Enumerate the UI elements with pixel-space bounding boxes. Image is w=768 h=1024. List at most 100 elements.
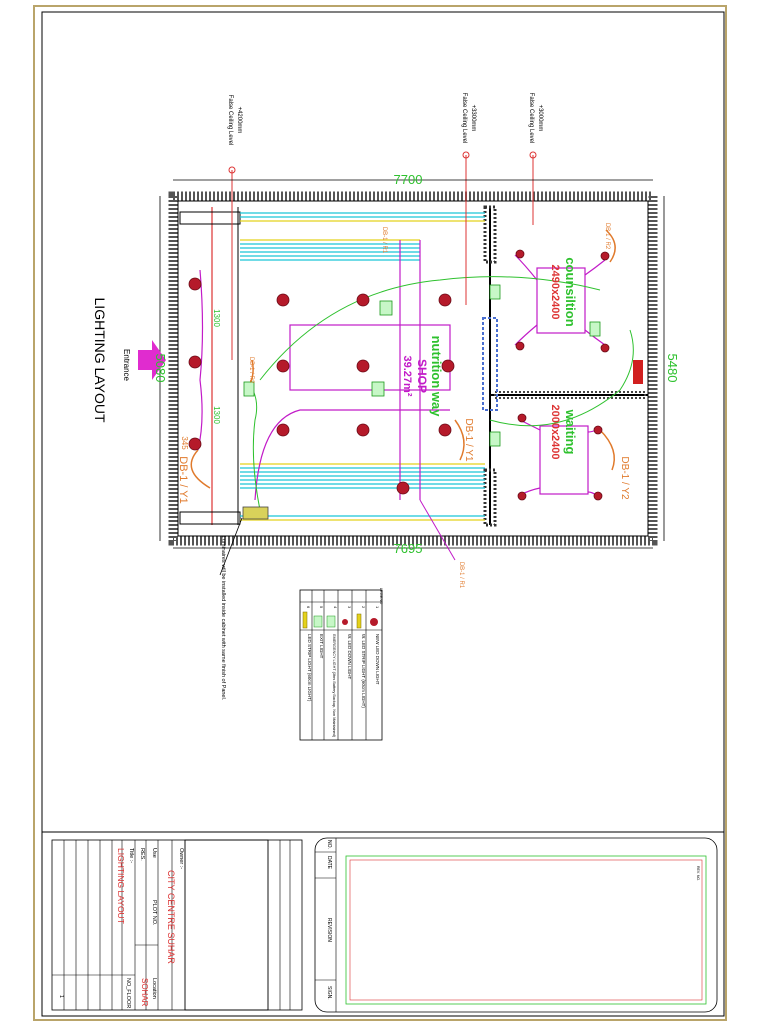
drawing-title: LIGHTING LAYOUT — [92, 298, 108, 423]
down-light-icon — [438, 293, 452, 307]
dim-1300-b: 1300 — [212, 406, 221, 424]
location-label: Location — [151, 978, 157, 999]
shop-window — [179, 211, 241, 225]
sheet-outer-border — [33, 5, 727, 1021]
legend-row-no: 6 — [306, 606, 311, 609]
legend-row: 2 W. LED STRIP LIGHT (60cm LIGHT) — [356, 606, 366, 708]
floor-value: NO_FLOOR — [125, 978, 131, 1008]
revision-drawing-area-inner — [349, 859, 703, 1001]
down-light-icon — [276, 423, 290, 437]
down-light-icon — [438, 423, 452, 437]
partition-wall-bottom — [483, 468, 497, 527]
down-light-icon — [593, 425, 603, 435]
exit-light-icon — [242, 506, 269, 520]
legend-row-no: 5 — [319, 606, 324, 609]
floor-plan — [138, 151, 665, 576]
note-leader — [219, 517, 243, 576]
entrance-label: Entrance — [122, 349, 131, 382]
level-2-label: False Ceiling Level — [461, 93, 467, 144]
emergency-light-icon — [489, 431, 501, 447]
dim-top: 7700 — [394, 172, 423, 187]
down-light-icon — [370, 618, 378, 626]
down-light-icon — [515, 341, 525, 351]
use-label: Use — [151, 848, 157, 858]
shop-name: nutrition way — [429, 336, 444, 418]
emergency-light-icon — [489, 284, 501, 300]
use-value: RES. — [139, 848, 145, 861]
emergency-light-icon — [589, 321, 601, 337]
rev-small-label: REV. NO. — [696, 866, 700, 881]
legend-row: 5 EXIT LIGHT — [313, 606, 324, 659]
down-light-icon — [188, 277, 202, 291]
title-value: LIGHTING LAYOUT — [116, 848, 126, 924]
shop-window-bottom — [179, 511, 241, 525]
glass-partition — [482, 317, 498, 411]
r1-leader — [419, 499, 456, 561]
consultation-name: counsiltion — [563, 257, 578, 326]
shop-area: 39.27m² — [401, 356, 413, 397]
plot-label: PLOT NO. — [151, 900, 157, 926]
title-label: Title :- — [128, 848, 134, 863]
strip-light-icon — [356, 613, 362, 629]
owner-label: Owner :- — [178, 848, 184, 869]
circuit-y2: DB-1 / Y2 — [619, 456, 630, 500]
emergency-light-icon — [326, 615, 336, 628]
emergency-light-icon — [371, 381, 385, 397]
rev-no-header: NO. — [326, 840, 332, 849]
rev-sign-header: SIGN. — [326, 986, 332, 1000]
owner-value: CITY CENTRE SUHAR — [166, 870, 176, 964]
down-light-icon — [600, 343, 610, 353]
legend-row: 3 W. LED DOWN LIGHT — [342, 606, 352, 680]
dim-1300-a: 1300 — [212, 309, 221, 327]
legend-row-desc: W. LED DOWN LIGHT — [347, 634, 352, 680]
legend-row-no: 4 — [333, 606, 338, 609]
exit-light-icon — [313, 615, 323, 628]
level-1-value: +4200mm — [236, 107, 242, 134]
legend-row-desc: NEW LED DOWN LIGHT — [375, 634, 380, 685]
down-light-icon — [188, 355, 202, 369]
rev-date-header: DATE — [326, 856, 332, 870]
db-panel-icon — [633, 360, 643, 384]
dim-bottom: 7695 — [394, 541, 423, 556]
legend-header: LEGEND — [379, 588, 384, 605]
location-value: SOHAR — [140, 978, 149, 1007]
legend-row-no: 2 — [361, 606, 366, 609]
wiring-green — [249, 276, 634, 511]
emergency-light-icon — [243, 381, 255, 397]
shelving-bottom — [240, 467, 485, 517]
legend-row-desc: LED STRIP LIGHT (60cm LIGHT) — [307, 634, 312, 702]
down-light-fixtures — [188, 249, 610, 501]
down-light-icon — [276, 293, 290, 307]
down-light-icon — [515, 249, 525, 259]
level-3-value: +3000mm — [537, 105, 543, 132]
down-light-icon — [356, 293, 370, 307]
sheet-inner-border — [41, 11, 725, 1017]
legend-row: 6 LED STRIP LIGHT (60cm LIGHT) — [302, 606, 312, 702]
legend-row: 1 NEW LED DOWN LIGHT — [370, 606, 380, 685]
down-light-icon — [600, 251, 610, 261]
dim-right: 5480 — [665, 354, 680, 383]
revision-block — [314, 837, 718, 1013]
level-3-label: False Ceiling Level — [528, 93, 534, 144]
down-light-icon — [356, 423, 370, 437]
legend-row-desc: W. LED STRIP LIGHT (60cm LIGHT) — [361, 634, 366, 708]
partition-horizontal-hatch — [494, 391, 646, 399]
revision-drawing-area — [345, 855, 707, 1005]
strip-light-icon — [302, 611, 308, 629]
dim-left: 5080 — [153, 354, 168, 383]
entrance-arrow-icon — [138, 340, 166, 380]
legend-row-no: 1 — [375, 606, 380, 609]
down-light-icon — [188, 437, 202, 451]
outer-wall — [168, 191, 658, 546]
shelving-top — [240, 212, 485, 261]
legend-row-no: 3 — [347, 606, 352, 609]
legend-row-desc: EXIT LIGHT — [319, 634, 324, 659]
down-light-icon — [593, 491, 603, 501]
cabinet-note: Luminaires will be installed inside cabi… — [220, 536, 226, 701]
level-1-label: False Ceiling Level — [227, 95, 233, 146]
down-light-icon — [517, 491, 527, 501]
circuit-r1-top: DB-1 / R1 — [381, 227, 387, 254]
circuit-r2: DB-1 / R2 — [604, 223, 610, 250]
title-block: Owner :- CITY CENTRE SUHAR Use PLOT NO. … — [42, 831, 724, 1013]
